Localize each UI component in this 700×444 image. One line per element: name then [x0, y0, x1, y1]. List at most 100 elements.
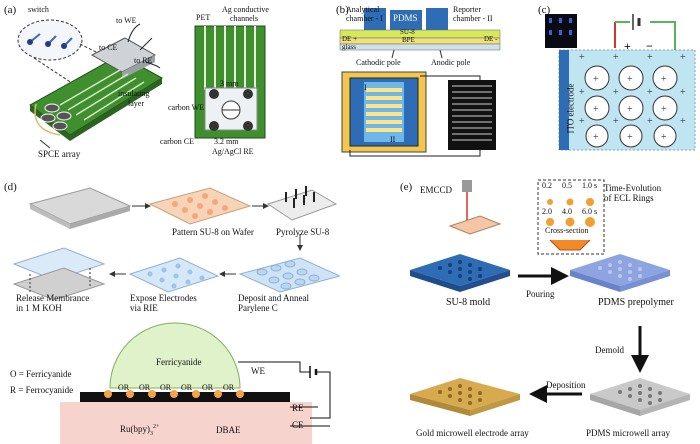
o-definition: O = Ferricyanide	[10, 369, 72, 379]
time-evolution-label-1: Time-Evolution	[604, 183, 662, 193]
su8-mold-label: SU-8 mold	[446, 297, 491, 308]
or-label-2: OR	[139, 383, 151, 392]
svg-text:+: +	[613, 52, 619, 63]
cross-section-label: Cross-section	[545, 226, 589, 235]
svg-text:+: +	[647, 52, 653, 63]
size-3-2mm-label: 3.2 mm	[214, 137, 239, 146]
de-plus-label: DE +	[342, 35, 358, 43]
time-label-2: 0.5	[562, 181, 572, 190]
cathodic-pole-label: Cathodic pole	[356, 58, 401, 67]
su8-label: SU-8	[400, 28, 415, 36]
step-release-label-1: Release Membrance	[16, 293, 90, 303]
svg-text:+: +	[627, 104, 633, 115]
fabrication-steps-illustration	[12, 186, 340, 444]
spce-array-illustration	[17, 19, 266, 149]
size-3mm-label: 3 mm	[220, 79, 239, 88]
svg-text:+: +	[627, 132, 633, 143]
re-label: RE	[292, 403, 304, 413]
glass-label: glass	[342, 43, 356, 51]
svg-text:+: +	[680, 116, 686, 127]
bipolar-electrode-illustration	[339, 8, 501, 157]
switch-zoom-circle	[17, 19, 83, 61]
svg-text:+: +	[627, 74, 633, 85]
agcl-re-label: Ag/AgCl RE	[212, 147, 254, 156]
step-release-label-2: in 1 M KOH	[16, 303, 62, 313]
panel-a-label: (a)	[4, 4, 17, 16]
svg-text:+: +	[613, 116, 619, 127]
deposition-label: Deposition	[546, 380, 586, 390]
ito-electrode-label: ITO electrode	[565, 83, 576, 134]
svg-text:+: +	[680, 87, 686, 98]
or-label-3: OR	[160, 383, 172, 392]
panel-b-label: (b)	[336, 4, 349, 16]
carbon-we-label: carbon WE	[168, 103, 205, 112]
minus-sign: −	[646, 39, 653, 53]
anodic-pole-label: Anodic pole	[431, 58, 471, 67]
svg-text:+: +	[613, 87, 619, 98]
step-pattern-label: Pattern SU-8 on Wafer	[172, 227, 254, 237]
time-evolution-label-2: of ECL Rings	[604, 193, 654, 203]
we-label: WE	[251, 366, 265, 376]
step-deposit-label-2: Parylene C	[238, 303, 278, 313]
step-pyrolyze-label: Pyrolyze SU-8	[276, 227, 330, 237]
chamber-ii-label: II	[390, 135, 396, 144]
ferricyanide-label: Ferricyanide	[156, 357, 202, 367]
electrode-array	[40, 103, 72, 131]
svg-text:+: +	[579, 52, 585, 63]
ag-channels-label-1: Ag conductive	[222, 5, 269, 14]
svg-text:+: +	[680, 52, 686, 63]
pdms-label: PDMS	[393, 13, 418, 23]
carbon-ce-label: carbon CE	[160, 137, 194, 146]
pet-label: PET	[196, 13, 211, 22]
plus-sign: +	[624, 39, 631, 53]
or-label-6: OR	[223, 383, 235, 392]
emccd-label: EMCCD	[420, 185, 453, 195]
svg-text:+: +	[593, 104, 599, 115]
svg-text:+: +	[661, 104, 667, 115]
spce-array-label: SPCE array	[38, 149, 81, 159]
de-minus-label: DE -	[484, 35, 498, 43]
step-deposit-label-1: Deposit and Anneal	[238, 293, 309, 303]
to-ce-label: to CE	[99, 43, 118, 52]
microwell-fabrication-illustration	[410, 179, 690, 416]
analytical-label-1: Analytical	[346, 5, 380, 14]
time-label-6: 6.0 s	[582, 207, 598, 216]
time-label-4: 2.0	[542, 207, 552, 216]
to-we-label: to WE	[116, 16, 137, 25]
step-expose-label-1: Expose Electrodes	[130, 293, 197, 303]
r-definition: R = Ferrocyanide	[10, 385, 74, 395]
reporter-label-2: chamber - II	[453, 14, 493, 23]
svg-text:+: +	[647, 87, 653, 98]
or-label-4: OR	[181, 383, 193, 392]
or-label-5: OR	[202, 383, 214, 392]
time-label-1: 0.2	[542, 181, 552, 190]
panel-c-label: (c)	[538, 4, 551, 16]
reporter-label-1: Reporter	[453, 5, 481, 14]
dbae-label: DBAE	[216, 425, 241, 435]
chamber-i-label: I	[364, 83, 367, 92]
ag-channels-label-2: channels	[230, 14, 258, 23]
to-re-label: to RE	[134, 56, 153, 65]
layer-label: layer	[128, 99, 144, 108]
bpe-label: BPE	[402, 36, 415, 44]
panel-d-label: (d)	[4, 181, 17, 193]
svg-text:+: +	[661, 132, 667, 143]
ru-bpy-label: Ru(bpy)32+	[120, 424, 160, 437]
analytical-label-2: chamber - I	[346, 14, 383, 23]
time-label-5: 4.0	[562, 207, 572, 216]
switch-label: switch	[28, 5, 49, 14]
step-expose-label-2: via RIE	[130, 303, 158, 313]
panel-e-label: (e)	[400, 181, 413, 193]
ce-label: CE	[292, 420, 304, 430]
svg-text:+: +	[593, 132, 599, 143]
svg-text:+: +	[661, 74, 667, 85]
svg-text:+: +	[647, 116, 653, 127]
insulating-label: insulating	[118, 89, 150, 98]
ito-electrode-illustration: + + + + + + + + + + + + + + + + + + + + +	[545, 14, 696, 151]
or-label-1: OR	[118, 383, 130, 392]
time-label-3: 1.0 s	[582, 181, 598, 190]
svg-text:+: +	[579, 116, 585, 127]
pouring-label: Pouring	[526, 289, 555, 299]
svg-text:+: +	[579, 87, 585, 98]
pdms-prepolymer-label: PDMS prepolymer	[598, 297, 674, 308]
